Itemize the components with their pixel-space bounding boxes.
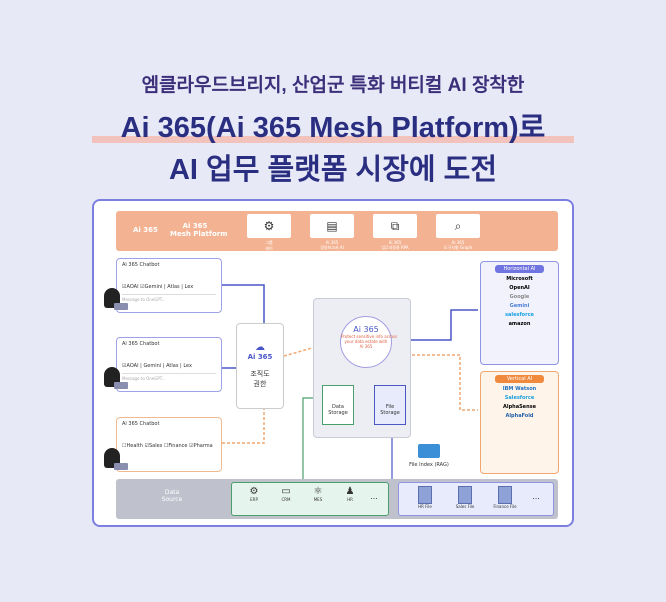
vertical-ai-title: Vertical AI bbox=[495, 375, 544, 383]
message-input[interactable]: Message to OneGPT... bbox=[122, 294, 216, 302]
headline-line3: AI 업무 플랫폼 시장에 도전 bbox=[168, 154, 498, 186]
vertical-ai-panel: Vertical AI IBM Watson Salesforce AlphaS… bbox=[480, 371, 559, 474]
crm-icon[interactable]: ▭ bbox=[281, 486, 291, 497]
chatbot-panel[interactable]: Ai 365 Chatbot ☑AOAI | Gemini | Atlas | … bbox=[116, 337, 222, 392]
mes-label: MES bbox=[313, 497, 323, 502]
finance-file-icon[interactable] bbox=[498, 486, 512, 504]
provider-microsoft: Microsoft bbox=[506, 276, 533, 282]
crm-label: CRM bbox=[281, 497, 291, 502]
provider-salesforce-vertical: Salesforce bbox=[504, 395, 535, 401]
chatbot-options[interactable]: ☐Health ☑Sales ☐Finance ☑Pharma bbox=[122, 443, 213, 449]
provider-watson: IBM Watson bbox=[502, 386, 537, 392]
file-index-label: File Index (RAG) bbox=[409, 462, 449, 468]
org-label: 조직도 권한 bbox=[250, 370, 270, 388]
cloud-icon: ☁ bbox=[255, 342, 265, 353]
provider-salesforce: salesforce bbox=[505, 312, 534, 318]
sales-file-label: Sales File bbox=[455, 504, 475, 509]
chatbot-panel[interactable]: Ai 365 Chatbot ☑AOAI ☑Gemini | Atlas | L… bbox=[116, 258, 222, 313]
core-note: Protect sensitive info across your data … bbox=[341, 334, 398, 349]
provider-amazon: amazon bbox=[508, 321, 531, 327]
provider-alphafold: AlphaFold bbox=[505, 413, 534, 419]
more-systems: ... bbox=[370, 492, 378, 501]
horizontal-ai-panel: Horizontal AI Microsoft OpenAI Google Ge… bbox=[480, 261, 559, 365]
data-source-label: Data Source bbox=[161, 489, 183, 503]
tile-label: Ai 365 업무자동화 RPA bbox=[381, 240, 409, 250]
hr-label: HR bbox=[347, 497, 353, 502]
erp-icon[interactable]: ⚙ bbox=[249, 486, 259, 497]
rpa-icon[interactable]: ⧉ bbox=[373, 214, 417, 238]
chatbot-title: Ai 365 Chatbot bbox=[122, 421, 160, 427]
chatbot-options[interactable]: ☑AOAI | Gemini | Atlas | Lex bbox=[122, 363, 192, 369]
headline-line1: 엠클라우드브리지, 산업군 특화 버티컬 AI 장착한 bbox=[141, 75, 525, 96]
message-input[interactable]: Message to OneGPT... bbox=[122, 373, 216, 381]
erp-label: ERP bbox=[250, 497, 258, 502]
tile-label: 그룹 레이 bbox=[265, 240, 273, 251]
file-storage[interactable]: File Storage bbox=[374, 385, 406, 425]
laptop-icon bbox=[114, 463, 128, 470]
data-storage[interactable]: Data Storage bbox=[322, 385, 354, 425]
hr-file-icon[interactable] bbox=[418, 486, 432, 504]
report-chart-icon[interactable]: ▤ bbox=[310, 214, 354, 238]
chatbot-title: Ai 365 Chatbot bbox=[122, 262, 160, 268]
hr-file-label: HR File bbox=[418, 504, 432, 509]
more-files: ... bbox=[532, 492, 540, 501]
mesh-platform-title: Ai 365 Mesh Platform bbox=[170, 222, 228, 238]
provider-alphasense: AlphaSense bbox=[502, 404, 536, 410]
chatbot-options[interactable]: ☑AOAI ☑Gemini | Atlas | Lex bbox=[122, 284, 194, 290]
ai365-logo: Ai 365 bbox=[133, 226, 158, 234]
chatbot-title: Ai 365 Chatbot bbox=[122, 341, 160, 347]
tile-label: Ai 365 경영보고서 AI bbox=[320, 240, 344, 250]
tile-label: Ai 365 도구지형 Graph bbox=[443, 240, 473, 250]
file-sources: HR File Sales File Finance File ... bbox=[398, 482, 554, 516]
laptop-icon bbox=[114, 382, 128, 389]
provider-gemini: Gemini bbox=[509, 303, 530, 309]
mes-icon[interactable]: ⚛ bbox=[313, 486, 323, 497]
finance-file-label: Finance File bbox=[493, 504, 517, 509]
horizontal-ai-title: Horizontal AI bbox=[495, 265, 544, 273]
search-graph-icon[interactable]: ⌕ bbox=[436, 214, 480, 238]
hr-icon[interactable]: ♟ bbox=[345, 486, 355, 497]
system-sources: ⚙ERP ▭CRM ⚛MES ♟HR ... bbox=[231, 482, 389, 516]
org-logo: Ai 365 bbox=[247, 353, 273, 361]
ai365-core-circle[interactable]: Ai 365 Protect sensitive info across you… bbox=[340, 316, 398, 368]
org-permission-box[interactable]: ☁ Ai 365 조직도 권한 bbox=[236, 323, 284, 409]
provider-openai: OpenAI bbox=[509, 285, 530, 291]
folder-icon bbox=[418, 444, 440, 458]
laptop-icon bbox=[114, 303, 128, 310]
headline-underline bbox=[92, 136, 574, 143]
chatbot-panel[interactable]: Ai 365 Chatbot ☐Health ☑Sales ☐Finance ☑… bbox=[116, 417, 222, 472]
org-network-icon[interactable]: ⚙ bbox=[247, 214, 291, 238]
core-logo: Ai 365 bbox=[353, 325, 379, 334]
headline-line2: Ai 365(Ai 365 Mesh Platform)로 bbox=[120, 112, 546, 144]
provider-google: Google bbox=[509, 294, 530, 300]
sales-file-icon[interactable] bbox=[458, 486, 472, 504]
